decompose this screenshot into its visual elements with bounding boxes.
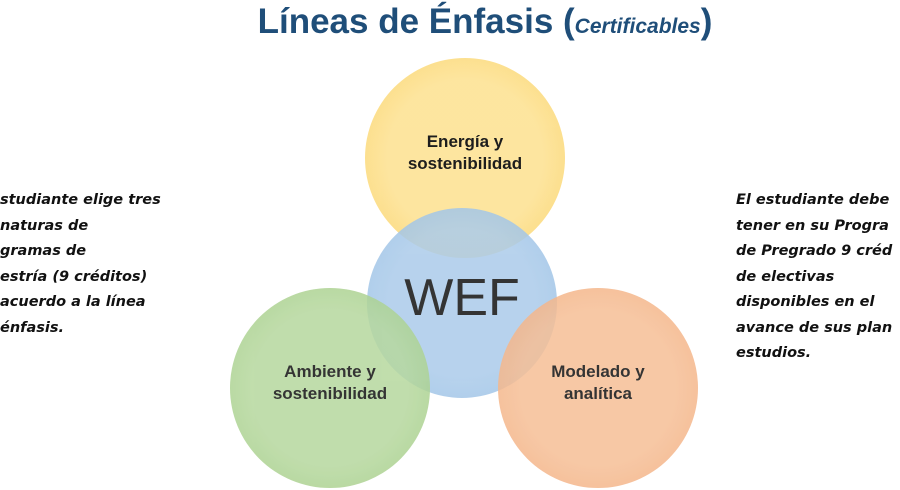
circle-modeling: Modelado y analítica xyxy=(498,288,698,488)
right-note-line: de Pregrado 9 créd xyxy=(736,243,893,259)
left-note: studiante elige tres naturas de gramas d… xyxy=(0,188,161,341)
right-note-line: El estudiante debe xyxy=(736,192,890,208)
left-note-line: gramas de xyxy=(0,243,87,259)
right-note-line: avance de sus plan xyxy=(736,319,893,336)
right-note: El estudiante debe tener en su Progra de… xyxy=(736,188,892,367)
right-note-line: disponibles en el xyxy=(736,294,875,310)
circle-environment: Ambiente y sostenibilidad xyxy=(230,288,430,488)
left-note-line: acuerdo a la línea xyxy=(0,294,146,310)
left-note-line: studiante elige tres xyxy=(0,192,161,208)
title-subtitle: Certificables xyxy=(574,15,701,38)
left-note-line: naturas de xyxy=(0,217,89,234)
title-close: ) xyxy=(700,2,713,41)
circle-energy-label: Energía y sostenibilidad xyxy=(407,132,523,173)
page-title: Líneas de Énfasis (Certificables) xyxy=(0,2,900,42)
circle-modeling-label: Modelado y analítica xyxy=(551,362,645,403)
right-note-line: de electivas xyxy=(736,268,835,285)
left-note-line: estría (9 créditos) xyxy=(0,268,148,285)
circle-wef-label: WEF xyxy=(404,269,520,327)
right-note-line: tener en su Progra xyxy=(736,217,889,234)
right-note-line: estudios. xyxy=(736,345,812,361)
left-note-line: énfasis. xyxy=(0,319,64,336)
title-main: Líneas de Énfasis ( xyxy=(257,2,575,41)
circle-environment-label: Ambiente y sostenibilidad xyxy=(272,362,388,403)
